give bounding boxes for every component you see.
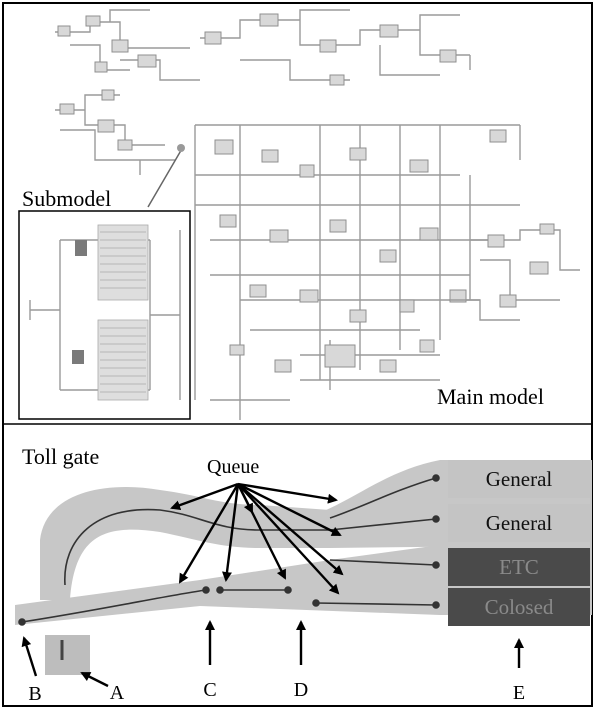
- lane-label-general-1: General: [486, 467, 553, 491]
- lane-label-etc: ETC: [499, 555, 539, 579]
- marker-a: A: [110, 682, 125, 704]
- marker-c: C: [203, 679, 216, 701]
- toll-gate-label: Toll gate: [22, 444, 99, 469]
- main-model-cluster-mid-left: [55, 90, 175, 175]
- submodel-inset: [19, 211, 190, 419]
- main-model-cluster-top-left: [55, 10, 200, 80]
- submodel-label: Submodel: [22, 186, 111, 211]
- lane-label-general-2: General: [486, 511, 553, 535]
- main-model-cluster-center: [195, 125, 520, 420]
- lane-label-closed: Colosed: [485, 595, 554, 619]
- marker-e: E: [513, 682, 525, 704]
- marker-b: B: [28, 683, 41, 705]
- main-model-cluster-top-right: [200, 10, 470, 85]
- main-model-label: Main model: [437, 384, 544, 409]
- marker-d: D: [294, 679, 308, 701]
- toll-booth-a: [45, 635, 90, 675]
- submodel-connector: [148, 147, 183, 207]
- queue-label: Queue: [207, 456, 259, 478]
- submodel-anchor: [177, 144, 185, 152]
- marker-arrows: [24, 622, 519, 686]
